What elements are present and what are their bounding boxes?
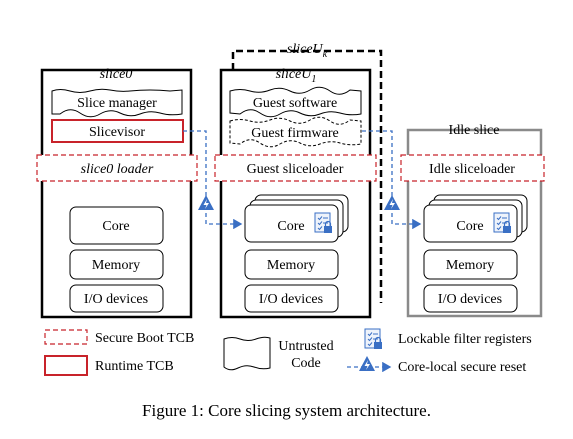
figure-caption: Figure 1: Core slicing system architectu…: [142, 401, 431, 420]
slice0-io-box: [69, 284, 164, 313]
slice0-memory-label: Memory: [92, 258, 140, 273]
reset-arrow-idle: [362, 130, 422, 230]
idle-core-label: Core: [456, 219, 483, 234]
idle-memory-box: [423, 249, 518, 280]
secure-reset-arrows: [183, 130, 422, 230]
slice-manager-box: [51, 88, 183, 118]
slice0-box: [40, 68, 193, 319]
guest-firmware-label: Guest firmware: [251, 126, 338, 141]
legend-secure-reset-label: Core-local secure reset: [398, 360, 526, 375]
slice0-core-label: Core: [102, 219, 129, 234]
idle-sliceloader-box: [400, 154, 545, 182]
guest-software-label: Guest software: [253, 96, 337, 111]
slice0-loader-box: [36, 154, 198, 182]
sliceU-core-label: Core: [277, 219, 304, 234]
slice-manager-label: Slice manager: [77, 96, 157, 111]
guest-sliceloader-label: Guest sliceloader: [247, 162, 344, 177]
slicevisor-label: Slicevisor: [89, 125, 145, 140]
secure-reset-icon: [359, 356, 375, 371]
idle-sliceloader-label: Idle sliceloader: [429, 162, 515, 177]
secure-reset-icon: [384, 195, 400, 210]
reset-arrow-sliceU: [183, 130, 243, 230]
legend-untrusted-label-2: Code: [291, 356, 321, 371]
idle-slice-title: Idle slice: [449, 123, 500, 138]
slice0-core-box: [69, 206, 164, 245]
legend-secure-boot-label: Secure Boot TCB: [95, 331, 194, 346]
secure-reset-icon: [198, 195, 214, 210]
slice0-memory-box: [69, 249, 164, 280]
slice0-loader-label: slice0 loader: [81, 162, 154, 177]
guest-sliceloader-box: [214, 154, 377, 182]
guest-firmware-box: [229, 116, 362, 148]
idle-slice-group: Idle slice Idle sliceloader Core Memory …: [400, 123, 545, 318]
slice0-title: slice0: [100, 67, 133, 82]
idle-slice-box: [406, 128, 543, 318]
legend-secure-boot-swatch: [44, 329, 88, 345]
idle-io-label: I/O devices: [438, 292, 502, 307]
idle-memory-label: Memory: [446, 258, 494, 273]
legend-runtime-tcb-label: Runtime TCB: [95, 359, 174, 374]
idle-io-box: [423, 284, 518, 313]
sliceU1-title: sliceU1: [276, 67, 317, 85]
legend: Secure Boot TCB Runtime TCB Untrusted Co…: [44, 328, 532, 376]
sliceU-group: sliceUk sliceU1 Guest software Guest fir…: [214, 42, 383, 319]
legend-runtime-tcb-swatch: [44, 355, 88, 376]
sliceU-io-label: I/O devices: [259, 292, 323, 307]
slice0-group: slice0 Slice manager Slicevisor slice0 l…: [36, 67, 198, 319]
filter-register-icon: [364, 328, 383, 350]
sliceUk-box: [231, 49, 383, 303]
filter-register-icon: [493, 212, 512, 234]
legend-untrusted-swatch: [223, 336, 271, 371]
guest-software-box: [229, 86, 362, 118]
legend-filter-registers-label: Lockable filter registers: [398, 332, 532, 347]
sliceUk-title: sliceUk: [287, 42, 328, 60]
slice0-io-label: I/O devices: [84, 292, 148, 307]
sliceU-io-box: [244, 284, 339, 313]
legend-untrusted-label-1: Untrusted: [278, 339, 333, 354]
svg-text:slice0 loader: slice0 loader: [81, 162, 154, 177]
filter-register-icon: [314, 212, 333, 234]
sliceU-memory-box: [244, 249, 339, 280]
sliceU-memory-label: Memory: [267, 258, 315, 273]
